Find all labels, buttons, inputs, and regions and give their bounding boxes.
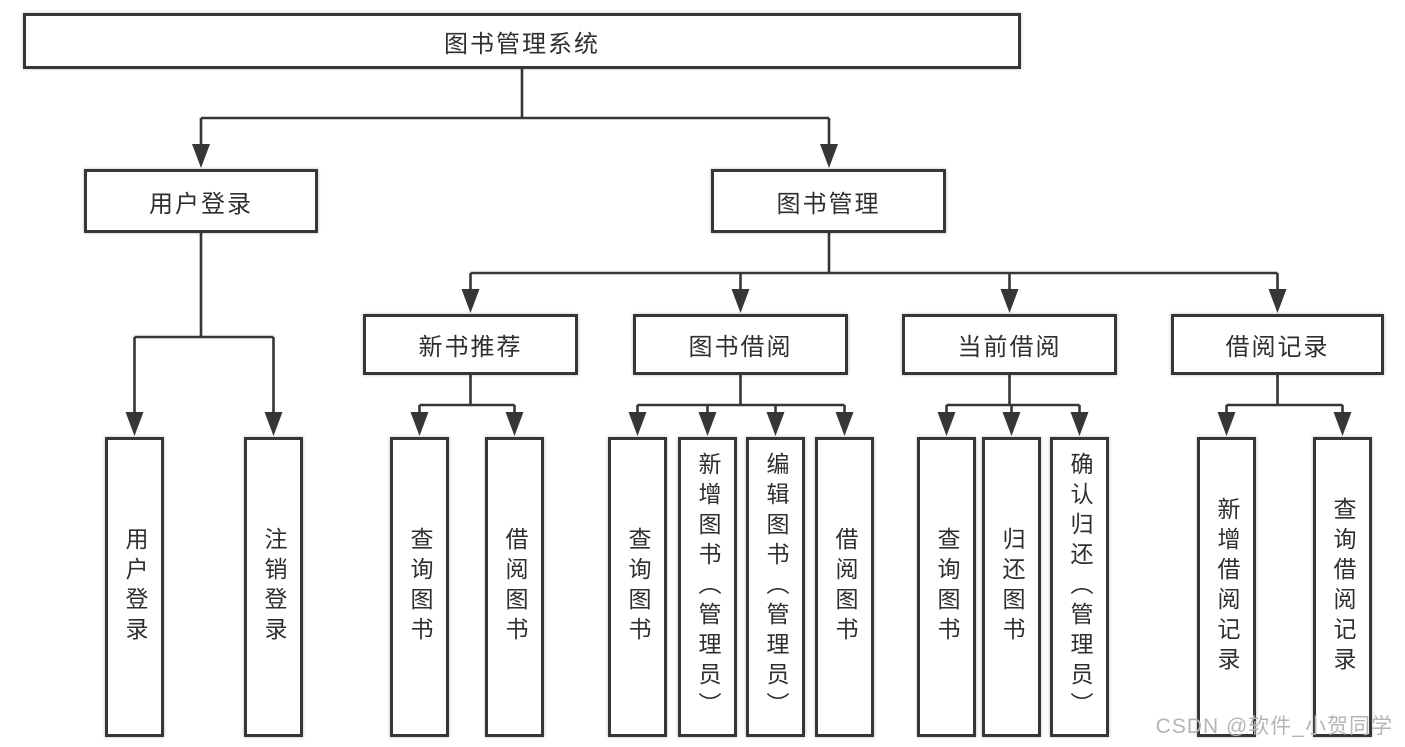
leaf-borrow-books-label: 借阅图书 bbox=[832, 527, 858, 647]
leaf-query-books-recommend-label: 查询图书 bbox=[407, 527, 433, 647]
watermark: CSDN @软件_小贺同学 bbox=[1155, 715, 1393, 738]
node-new-book-recommend-label: 新书推荐 bbox=[418, 334, 523, 361]
leaf-query-books-current: 查询图书 bbox=[917, 437, 976, 737]
node-user-login: 用户登录 bbox=[84, 169, 318, 233]
leaf-borrow-books-recommend: 借阅图书 bbox=[485, 437, 544, 737]
node-current-borrowing-label: 当前借阅 bbox=[957, 334, 1062, 361]
node-borrowing-records: 借阅记录 bbox=[1171, 314, 1384, 375]
node-book-borrowing-label: 图书借阅 bbox=[688, 334, 793, 361]
leaf-add-borrow-record-label: 新增借阅记录 bbox=[1214, 497, 1240, 677]
leaf-add-borrow-record: 新增借阅记录 bbox=[1197, 437, 1256, 737]
node-borrowing-records-label: 借阅记录 bbox=[1225, 334, 1330, 361]
leaf-return-books: 归还图书 bbox=[982, 437, 1041, 737]
leaf-query-books-borrowing: 查询图书 bbox=[608, 437, 667, 737]
leaf-return-books-label: 归还图书 bbox=[999, 527, 1025, 647]
node-current-borrowing: 当前借阅 bbox=[902, 314, 1117, 375]
node-root-label: 图书管理系统 bbox=[444, 30, 600, 58]
leaf-add-books-admin: 新增图书（管理员） bbox=[678, 437, 737, 737]
node-new-book-recommend: 新书推荐 bbox=[363, 314, 578, 375]
leaf-query-books-borrowing-label: 查询图书 bbox=[625, 527, 651, 647]
leaf-user-login-label: 用户登录 bbox=[122, 527, 148, 647]
leaf-user-login: 用户登录 bbox=[105, 437, 164, 737]
node-root-system: 图书管理系统 bbox=[23, 13, 1021, 69]
leaf-confirm-return-admin-label: 确认归还（管理员） bbox=[1067, 452, 1093, 722]
leaf-edit-books-admin: 编辑图书（管理员） bbox=[746, 437, 805, 737]
leaf-borrow-books: 借阅图书 bbox=[815, 437, 874, 737]
leaf-borrow-books-recommend-label: 借阅图书 bbox=[502, 527, 528, 647]
leaf-query-borrow-record: 查询借阅记录 bbox=[1313, 437, 1372, 737]
leaf-logout: 注销登录 bbox=[244, 437, 303, 737]
node-book-management-label: 图书管理 bbox=[776, 190, 881, 218]
leaf-add-books-admin-label: 新增图书（管理员） bbox=[695, 452, 721, 722]
node-book-borrowing: 图书借阅 bbox=[633, 314, 848, 375]
leaf-query-books-recommend: 查询图书 bbox=[390, 437, 449, 737]
leaf-edit-books-admin-label: 编辑图书（管理员） bbox=[763, 452, 789, 722]
node-user-login-label: 用户登录 bbox=[149, 190, 253, 218]
leaf-query-borrow-record-label: 查询借阅记录 bbox=[1330, 497, 1356, 677]
leaf-confirm-return-admin: 确认归还（管理员） bbox=[1050, 437, 1109, 737]
node-book-management: 图书管理 bbox=[711, 169, 946, 233]
leaf-query-books-current-label: 查询图书 bbox=[934, 527, 960, 647]
leaf-logout-label: 注销登录 bbox=[261, 527, 287, 647]
